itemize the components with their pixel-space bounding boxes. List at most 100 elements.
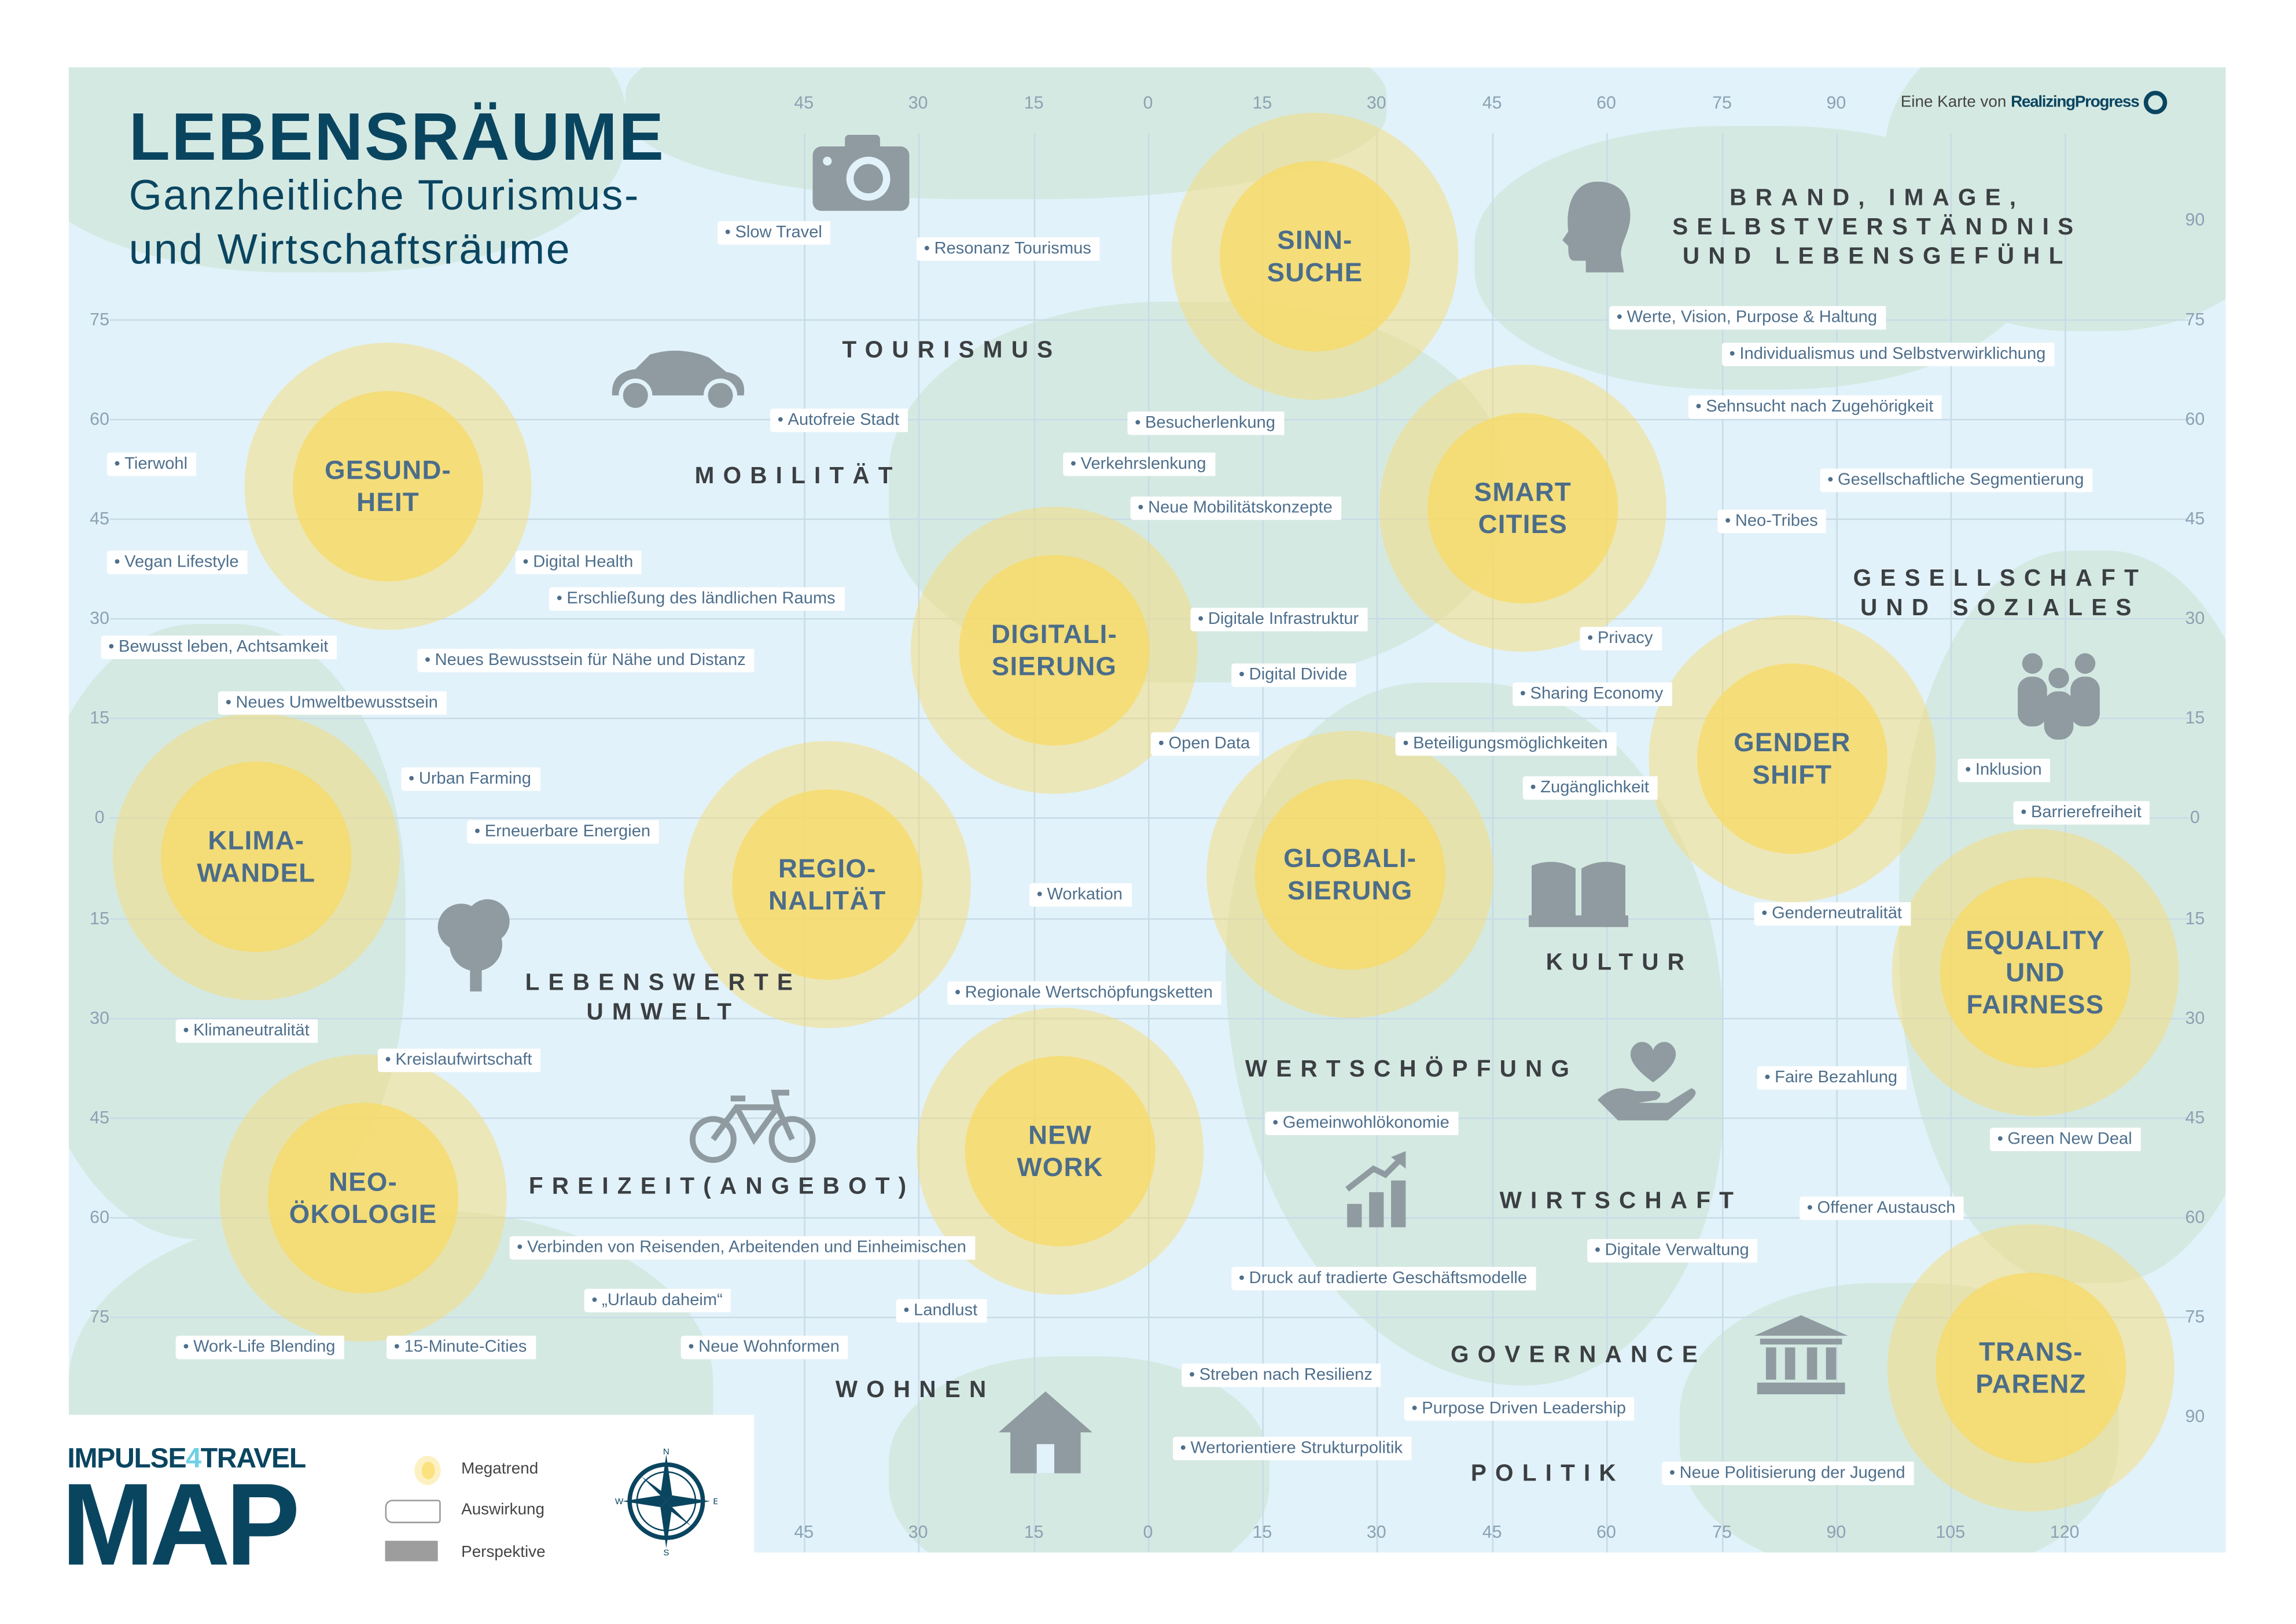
impact-tag[interactable]: Kreislaufwirtschaft <box>377 1048 541 1072</box>
megatrend-core <box>1940 877 2131 1068</box>
perspective-label[interactable]: TOURISMUS <box>842 338 1062 363</box>
brand-part: 4 <box>186 1444 201 1475</box>
axis-label-top: 15 <box>1252 92 1272 113</box>
legend-impact: Auswirkung <box>461 1501 545 1519</box>
perspective-label[interactable]: FREIZEIT(ANGEBOT) <box>528 1174 915 1200</box>
perspective-label[interactable]: POLITIK <box>1470 1461 1625 1487</box>
impact-tag[interactable]: Beteiligungsmöglichkeiten <box>1395 732 1617 756</box>
impact-tag[interactable]: Verbinden von Reisenden, Arbeitenden und… <box>509 1236 976 1260</box>
impact-tag[interactable]: Green New Deal <box>1990 1127 2141 1152</box>
impact-tag[interactable]: Sharing Economy <box>1513 682 1672 706</box>
impact-tag[interactable]: Gemeinwohlökonomie <box>1265 1111 1459 1136</box>
perspective-label[interactable]: WOHNEN <box>835 1378 995 1403</box>
megatrend-label: GESUND- HEIT <box>325 455 452 517</box>
impact-tag[interactable]: Besucherlenkung <box>1127 411 1285 435</box>
impact-tag[interactable]: Faire Bezahlung <box>1757 1066 1907 1090</box>
impact-tag[interactable]: Zugänglichkeit <box>1522 776 1658 800</box>
impact-tag[interactable]: Offener Austausch <box>1800 1196 1964 1220</box>
megatrend-core <box>1254 779 1445 970</box>
impact-tag[interactable]: „Urlaub daheim“ <box>584 1288 731 1313</box>
impact-tag[interactable]: Erneuerbare Energien <box>467 820 660 844</box>
impact-tag[interactable]: Barrierefreiheit <box>2013 801 2151 825</box>
impact-tag[interactable]: Neue Wohnformen <box>680 1335 849 1360</box>
axis-label-right: 30 <box>2185 1008 2205 1028</box>
axis-label-bottom: 120 <box>2050 1522 2080 1542</box>
legend-megatrend: Megatrend <box>461 1460 539 1478</box>
impact-tag[interactable]: Digital Divide <box>1231 663 1356 687</box>
tag-legend-icon <box>385 1500 441 1523</box>
credit: Eine Karte von RealizingProgress <box>1901 90 2167 115</box>
impact-tag[interactable]: Individualismus und Selbstverwirklichung <box>1721 343 2055 366</box>
axis-label-bottom: 75 <box>1712 1522 1732 1542</box>
head-icon <box>1559 181 1633 273</box>
impact-tag[interactable]: Neues Bewusstsein für Nähe und Distanz <box>417 649 755 673</box>
impact-tag[interactable]: Neo-Tribes <box>1717 509 1827 534</box>
impact-tag[interactable]: Privacy <box>1580 627 1662 651</box>
megatrend-label: SINN- SUCHE <box>1267 225 1363 287</box>
impact-tag[interactable]: 15-Minute-Cities <box>387 1335 536 1360</box>
perspective-label[interactable]: GOVERNANCE <box>1450 1343 1707 1368</box>
perspective-label[interactable]: MOBILITÄT <box>694 464 902 490</box>
axis-label-left: 15 <box>90 907 109 929</box>
axis-label-right: 75 <box>2185 1306 2205 1327</box>
axis-label-bottom: 15 <box>1024 1522 1044 1542</box>
impact-tag[interactable]: Wertorientiere Strukturpolitik <box>1173 1436 1412 1461</box>
axis-label-left: 15 <box>90 707 109 728</box>
perspective-label[interactable]: LEBENSWERTE UMWELT <box>525 971 802 1026</box>
impact-tag[interactable]: Neue Politisierung der Jugend <box>1662 1461 1914 1486</box>
gridline-vertical <box>1492 133 1494 1553</box>
axis-label-top: 30 <box>1366 92 1386 113</box>
impact-tag[interactable]: Autofreie Stadt <box>770 409 908 432</box>
megatrend-label: GENDER SHIFT <box>1734 728 1851 789</box>
impact-tag[interactable]: Inklusion <box>1958 758 2051 782</box>
impact-tag[interactable]: Werte, Vision, Purpose & Haltung <box>1609 306 1886 330</box>
impact-tag[interactable]: Workation <box>1029 883 1132 907</box>
impact-tag[interactable]: Gesellschaftliche Segmentierung <box>1820 468 2093 493</box>
impact-tag[interactable]: Neue Mobilitätskonzepte <box>1130 496 1341 520</box>
impact-tag[interactable]: Open Data <box>1151 732 1259 756</box>
heart-hand-icon <box>1597 1035 1697 1123</box>
people-icon <box>2015 652 2103 740</box>
compass-e: E <box>713 1497 718 1507</box>
brand-part: TRAVEL <box>200 1444 306 1475</box>
megatrend-core <box>732 789 923 980</box>
perspective-label[interactable]: WERTSCHÖPFUNG <box>1245 1057 1578 1083</box>
impact-tag[interactable]: Digital Health <box>515 550 642 574</box>
impact-tag[interactable]: Urban Farming <box>401 767 540 791</box>
impact-tag[interactable]: Neues Umweltbewusstsein <box>218 691 447 715</box>
axis-label-left: 75 <box>90 1306 109 1327</box>
axis-label-top: 75 <box>1712 92 1732 113</box>
axis-label-right: 15 <box>2185 707 2205 728</box>
impact-tag[interactable]: Vegan Lifestyle <box>106 550 248 574</box>
credit-brand[interactable]: RealizingProgress <box>2011 93 2140 112</box>
bicycle-icon <box>689 1089 816 1166</box>
impact-tag[interactable]: Verkehrslenkung <box>1063 452 1215 476</box>
impact-tag[interactable]: Tierwohl <box>106 452 197 476</box>
axis-label-left: 30 <box>90 1008 109 1028</box>
axis-label-right: 90 <box>2185 209 2205 230</box>
impact-tag[interactable]: Work-Life Blending <box>175 1335 344 1360</box>
compass-w: W <box>615 1497 624 1507</box>
impact-tag[interactable]: Regionale Wertschöpfungsketten <box>947 981 1222 1005</box>
impact-tag[interactable]: Bewusst leben, Achtsamkeit <box>101 635 337 659</box>
impact-tag[interactable]: Erschließung des ländlichen Raums <box>549 587 844 611</box>
axis-label-left: 60 <box>90 1207 109 1228</box>
impact-tag[interactable]: Landlust <box>896 1299 987 1323</box>
impact-tag[interactable]: Digitale Infrastruktur <box>1190 608 1368 631</box>
impact-tag[interactable]: Klimaneutralität <box>175 1019 318 1043</box>
impact-tag[interactable]: Sehnsucht nach Zugehörigkeit <box>1688 395 1942 419</box>
impact-tag[interactable]: Resonanz Tourismus <box>917 237 1101 261</box>
megatrend-core <box>1936 1273 2126 1464</box>
perspective-label[interactable]: GESELLSCHAFT UND SOZIALES <box>1853 567 2147 621</box>
perspective-label[interactable]: KULTUR <box>1546 950 1694 976</box>
impact-tag[interactable]: Purpose Driven Leadership <box>1404 1397 1635 1421</box>
impact-tag[interactable]: Genderneutralität <box>1754 902 1911 926</box>
impact-tag[interactable]: Streben nach Resilienz <box>1182 1363 1382 1387</box>
impact-tag[interactable]: Digitale Verwaltung <box>1587 1239 1758 1263</box>
axis-label-right: 90 <box>2185 1406 2205 1427</box>
impact-tag[interactable]: Slow Travel <box>717 221 831 245</box>
world-map <box>68 67 2226 1553</box>
perspective-label[interactable]: WIRTSCHAFT <box>1499 1189 1743 1214</box>
impact-tag[interactable]: Druck auf tradierte Geschäftsmodelle <box>1231 1266 1536 1291</box>
perspective-label[interactable]: BRAND, IMAGE, SELBSTVERSTÄNDNIS UND LEBE… <box>1672 186 2082 270</box>
